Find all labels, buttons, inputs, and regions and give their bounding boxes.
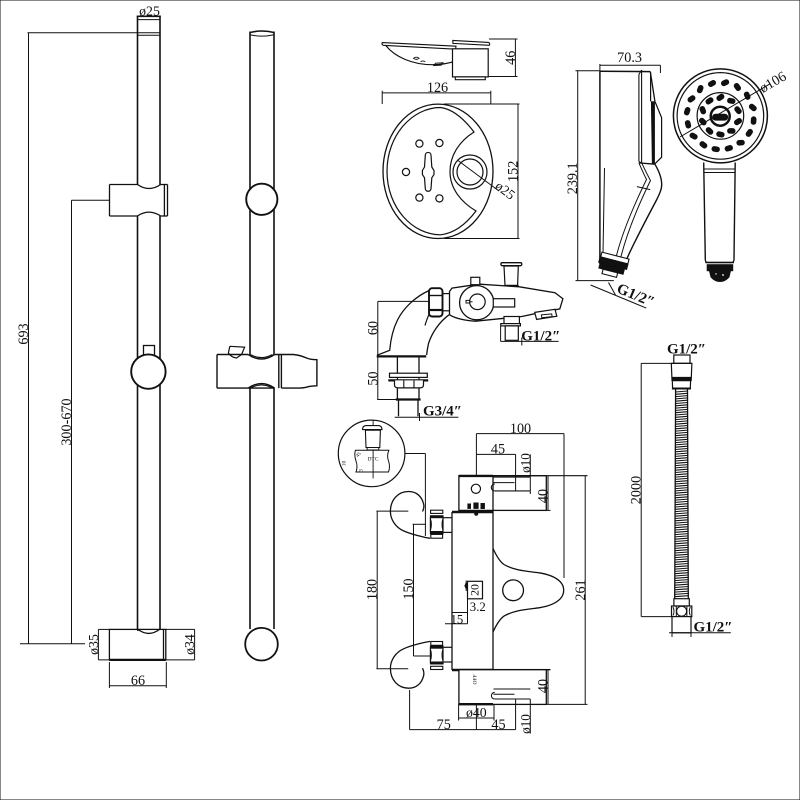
svg-text:46: 46 xyxy=(503,51,519,65)
svg-text:ø35: ø35 xyxy=(86,634,101,655)
svg-text:ø10: ø10 xyxy=(518,453,533,473)
svg-text:100: 100 xyxy=(510,421,531,437)
svg-text:261: 261 xyxy=(573,579,589,600)
svg-text:150: 150 xyxy=(401,578,417,599)
svg-text:300-670: 300-670 xyxy=(59,398,75,445)
svg-text:G3/4″: G3/4″ xyxy=(423,403,462,419)
svg-text:45: 45 xyxy=(356,451,363,458)
svg-text:ø25: ø25 xyxy=(139,3,160,18)
svg-text:3: 3 xyxy=(359,469,365,472)
svg-text:40: 40 xyxy=(536,489,552,503)
svg-text:239.1: 239.1 xyxy=(565,162,581,194)
svg-text:66: 66 xyxy=(131,673,145,689)
svg-text:DTC: DTC xyxy=(368,457,379,463)
svg-text:OFF: OFF xyxy=(473,674,479,684)
svg-text:180: 180 xyxy=(365,579,381,600)
svg-text:693: 693 xyxy=(16,323,32,344)
svg-text:2000: 2000 xyxy=(629,476,645,504)
svg-text:50: 50 xyxy=(365,371,381,385)
svg-text:70.3: 70.3 xyxy=(617,50,642,66)
svg-text:ø10: ø10 xyxy=(518,714,533,734)
svg-text:60: 60 xyxy=(365,321,381,335)
svg-text:45: 45 xyxy=(491,717,505,733)
svg-text:152: 152 xyxy=(506,161,522,182)
svg-text:G1/2″: G1/2″ xyxy=(693,619,732,635)
svg-text:ø34: ø34 xyxy=(182,634,197,655)
svg-text:40: 40 xyxy=(536,679,552,693)
svg-text:20: 20 xyxy=(467,584,481,596)
svg-text:45: 45 xyxy=(491,442,505,458)
svg-text:G1/2″: G1/2″ xyxy=(667,342,706,358)
svg-text:75: 75 xyxy=(437,717,451,733)
svg-text:10: 10 xyxy=(342,461,348,467)
svg-text:15: 15 xyxy=(451,612,464,626)
svg-text:126: 126 xyxy=(427,80,448,96)
svg-text:3.2: 3.2 xyxy=(470,600,486,614)
svg-text:G1/2″: G1/2″ xyxy=(521,328,560,344)
